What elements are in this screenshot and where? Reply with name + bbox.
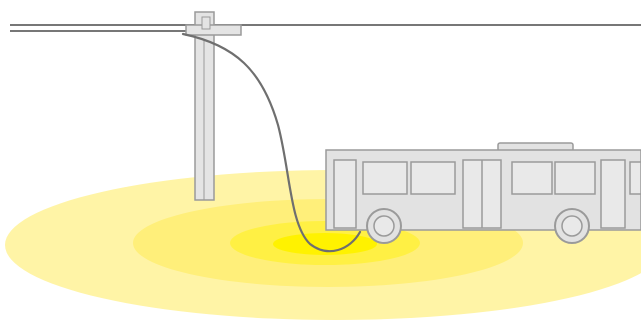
utility-pole (186, 12, 241, 200)
overhead-line (10, 25, 641, 31)
bus (326, 143, 641, 243)
